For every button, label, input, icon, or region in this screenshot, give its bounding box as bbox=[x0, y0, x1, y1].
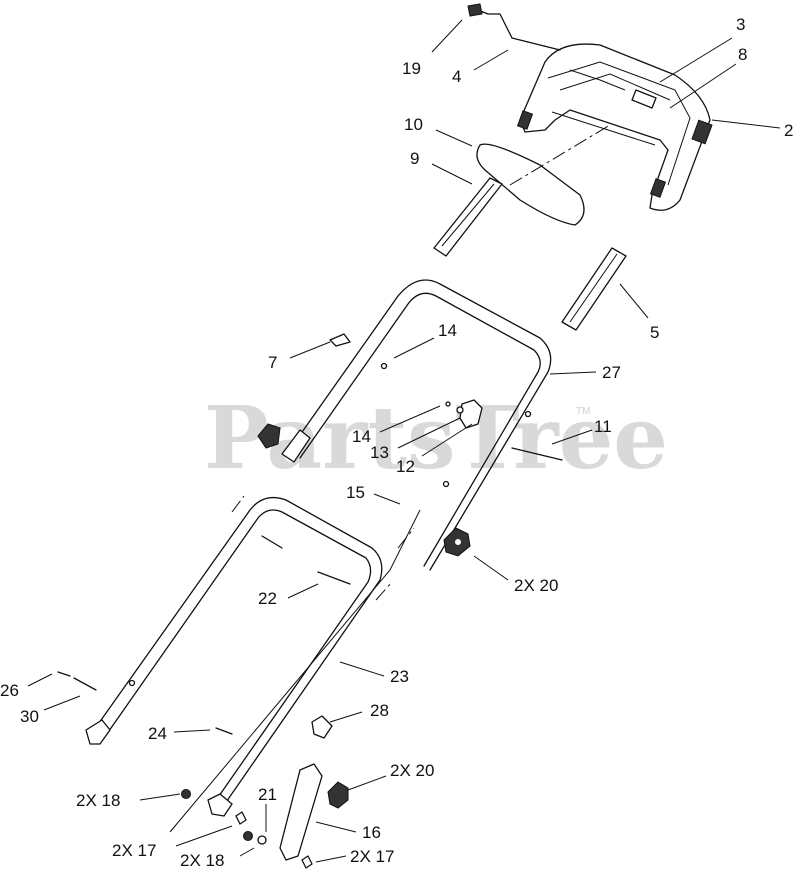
callout-14-upper: 14 bbox=[438, 321, 457, 340]
link-16-part bbox=[279, 763, 323, 861]
callout-11: 11 bbox=[594, 417, 612, 436]
dash-connector-3 bbox=[397, 527, 415, 549]
watermark-trademark: TM bbox=[576, 406, 590, 417]
part-7-clip bbox=[329, 333, 351, 347]
pin-30-part bbox=[73, 677, 97, 691]
callout-5: 5 bbox=[650, 323, 659, 342]
dash-connector-1 bbox=[231, 495, 245, 513]
dash-connector-2 bbox=[375, 581, 393, 601]
callout-2x-17-right: 2X 17 bbox=[350, 847, 394, 866]
cover-plate-part bbox=[476, 143, 585, 226]
callout-26: 26 bbox=[0, 681, 19, 700]
callout-10: 10 bbox=[404, 115, 423, 134]
bolt-11-part bbox=[511, 447, 563, 461]
callout-16: 16 bbox=[362, 823, 381, 842]
callout-13: 13 bbox=[370, 443, 389, 462]
callout-9: 9 bbox=[410, 149, 419, 168]
leader-lines bbox=[27, 19, 781, 863]
callout-15: 15 bbox=[346, 483, 365, 502]
washer-18-left bbox=[181, 789, 191, 799]
callout-22: 22 bbox=[258, 589, 277, 608]
callout-27: 27 bbox=[602, 363, 621, 382]
assembly-axis-line bbox=[509, 124, 611, 186]
callout-12: 12 bbox=[396, 457, 415, 476]
callout-14-lower: 14 bbox=[352, 427, 371, 446]
callout-2x-18-left: 2X 18 bbox=[76, 791, 120, 810]
lower-handle-part bbox=[85, 496, 383, 817]
callout-2x-18-right: 2X 18 bbox=[180, 851, 224, 870]
callout-2x-17-left: 2X 17 bbox=[112, 841, 156, 860]
callout-30: 30 bbox=[20, 707, 39, 726]
bolt-24-part bbox=[215, 727, 233, 735]
callout-labels: 19 4 3 8 2 10 9 5 7 14 27 14 13 12 11 15… bbox=[0, 15, 793, 870]
callout-28: 28 bbox=[370, 701, 389, 720]
callout-23: 23 bbox=[390, 667, 409, 686]
cable-part bbox=[467, 3, 561, 51]
callout-21: 21 bbox=[258, 785, 277, 804]
knob-upper-left bbox=[257, 423, 311, 463]
clip-5-part bbox=[561, 247, 627, 331]
callout-7: 7 bbox=[268, 353, 277, 372]
pin-26-part bbox=[57, 671, 71, 677]
upper-handle-part bbox=[287, 279, 552, 571]
callout-2x-20-lower: 2X 20 bbox=[390, 761, 434, 780]
bolt-22-part bbox=[317, 571, 351, 585]
callout-8: 8 bbox=[738, 45, 747, 64]
callout-3: 3 bbox=[736, 15, 745, 34]
knob-20-lower bbox=[327, 781, 349, 809]
watermark-text: PartsTree bbox=[204, 388, 668, 489]
washer-21 bbox=[257, 835, 267, 845]
pin-part bbox=[261, 535, 283, 549]
callout-4: 4 bbox=[452, 67, 461, 86]
callout-2: 2 bbox=[784, 121, 793, 140]
washer-18-right bbox=[243, 831, 253, 841]
nut-17-left bbox=[235, 811, 247, 825]
callout-2x-20-upper: 2X 20 bbox=[514, 576, 558, 595]
knob-20-upper bbox=[443, 527, 471, 557]
nut-17-right bbox=[301, 855, 313, 869]
control-bar-part bbox=[516, 43, 713, 211]
bracket-part bbox=[445, 399, 483, 429]
callout-19: 19 bbox=[402, 59, 421, 78]
part-28-clip bbox=[311, 715, 333, 739]
cable-15-part bbox=[169, 509, 421, 833]
callout-24: 24 bbox=[148, 724, 167, 743]
clip-9-part bbox=[433, 177, 503, 257]
